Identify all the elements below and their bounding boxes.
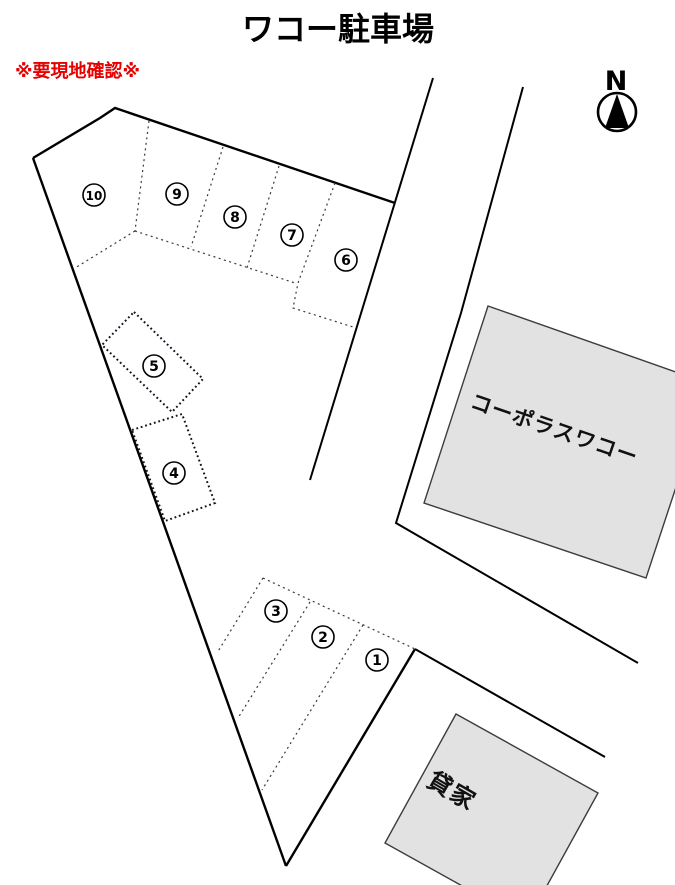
stall-1-number: 1 xyxy=(372,653,382,669)
stall-lines-lower-row xyxy=(216,577,416,791)
stall-6-circle xyxy=(334,248,358,272)
stall-marker-4: 4 xyxy=(162,461,186,485)
lot-boundary-west xyxy=(31,157,288,867)
separator-2-1 xyxy=(261,624,364,791)
stall-marker-10: 10 xyxy=(82,183,106,207)
stall-markers: 1 2 3 4 5 6 7 xyxy=(82,182,389,672)
building-kashiya: 貸家 xyxy=(384,713,599,885)
stall-marker-7: 7 xyxy=(280,223,304,247)
page-title: ワコー駐車場 xyxy=(242,10,434,48)
lot-boundary xyxy=(31,106,417,867)
stall-marker-2: 2 xyxy=(311,625,335,649)
road-line-west xyxy=(309,77,434,481)
stall-marker-3: 3 xyxy=(264,599,288,623)
stall-marker-9: 9 xyxy=(165,182,189,206)
stall-4-circle xyxy=(162,461,186,485)
stall-rects-middle xyxy=(100,310,217,523)
stall-marker-6: 6 xyxy=(334,248,358,272)
stall-5-rect xyxy=(100,310,205,414)
stall-3-number: 3 xyxy=(271,604,281,620)
stall-9-number: 9 xyxy=(172,187,182,203)
stall-marker-5: 5 xyxy=(142,354,166,378)
separator-9-8 xyxy=(190,146,224,248)
lower-row-top-edge xyxy=(262,577,416,650)
stall-4-rect xyxy=(130,412,217,523)
compass-circle-icon xyxy=(596,91,638,133)
stall-lines-upper-row xyxy=(74,120,354,328)
stall-5-circle xyxy=(142,354,166,378)
stall-9-circle xyxy=(165,182,189,206)
onsite-confirmation-note: ※要現地確認※ xyxy=(15,60,140,82)
road-line-east xyxy=(394,86,639,664)
stall-7-number: 7 xyxy=(287,228,297,244)
road-line-south xyxy=(414,648,606,758)
stall-2-number: 2 xyxy=(318,630,328,646)
stall-8-circle xyxy=(223,205,247,229)
stall-marker-8: 8 xyxy=(223,205,247,229)
stall-4-number: 4 xyxy=(169,466,179,482)
stall-3-circle xyxy=(264,599,288,623)
stall-6-number: 6 xyxy=(341,253,351,269)
stall-5-number: 5 xyxy=(149,359,159,375)
separator-3-2 xyxy=(237,601,311,719)
lot-boundary-southeast xyxy=(284,648,417,867)
stall-3-left-edge xyxy=(216,577,264,654)
stall-8-number: 8 xyxy=(230,210,240,226)
stall-7-circle xyxy=(280,223,304,247)
stall-marker-1: 1 xyxy=(365,648,389,672)
stall-2-circle xyxy=(311,625,335,649)
building-coporasu-wako: コーポラスワコー xyxy=(423,305,675,579)
lot-boundary-top xyxy=(32,106,396,205)
separator-10-9 xyxy=(134,120,150,232)
stall-10-bottom-edge xyxy=(74,230,136,269)
north-arrow: N xyxy=(596,66,638,133)
stalls-9-8-7-bottom-edge xyxy=(134,230,296,284)
stall-10-circle xyxy=(82,183,106,207)
building-kashiya-shape xyxy=(384,713,599,885)
stall-10-number: 10 xyxy=(86,189,103,203)
roads xyxy=(309,77,639,758)
separator-8-7 xyxy=(246,165,280,269)
north-label: N xyxy=(605,66,628,97)
stall-1-circle xyxy=(365,648,389,672)
compass-needle-icon xyxy=(605,94,629,128)
building-coporasu-wako-shape xyxy=(423,305,675,579)
